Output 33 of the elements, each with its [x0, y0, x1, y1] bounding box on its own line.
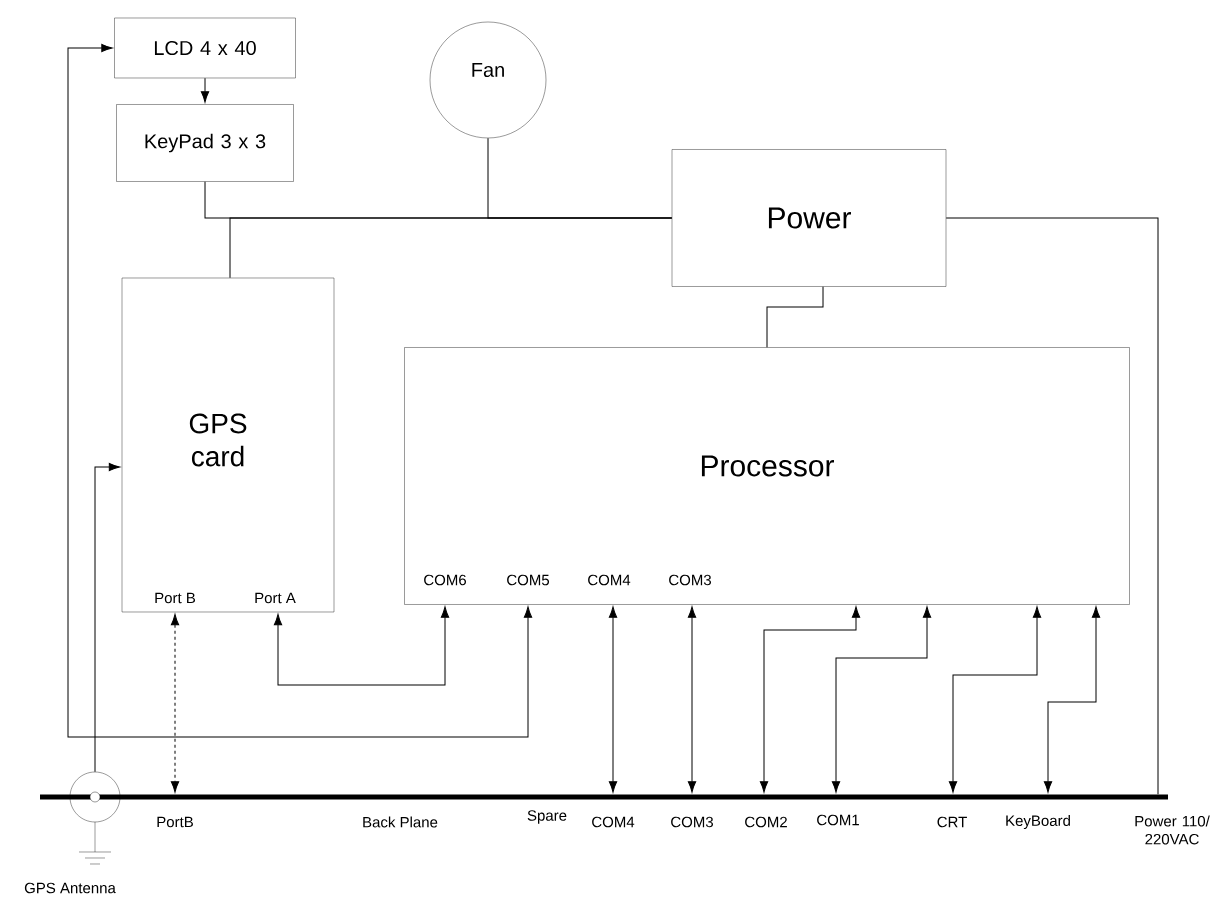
connector-arrow: [273, 606, 450, 686]
bus-label: COM2: [745, 816, 787, 828]
connector-arrow: [831, 606, 932, 793]
connector-arrow: [948, 606, 1042, 793]
connector-arrow: [170, 613, 180, 793]
antenna-label: GPS Antenna: [24, 882, 116, 894]
port-label: COM3: [669, 574, 711, 586]
port-label: Port B: [155, 592, 196, 604]
bus-label: KeyBoard: [1006, 815, 1070, 829]
bus-label: CRT: [937, 816, 967, 828]
box-label: GPS card: [189, 413, 247, 467]
connector-arrow: [687, 606, 697, 793]
bus-label: PortB: [157, 816, 193, 828]
connector-arrow: [608, 606, 618, 793]
connector-arrow: [200, 77, 210, 103]
port-label: COM4: [588, 574, 631, 586]
bus-label: COM3: [671, 816, 713, 828]
connector-arrow: [94, 462, 121, 773]
connector-arrow: [67, 43, 533, 738]
port-label: COM6: [424, 574, 466, 586]
block-box: KeyPad 3 x 3: [116, 104, 294, 182]
block-box: LCD 4 x 40: [114, 17, 296, 79]
bus-label: COM1: [817, 814, 859, 826]
box-label: Processor: [701, 455, 834, 477]
connector-arrow: [1043, 606, 1101, 793]
bus-label: Power 110/ 220VAC: [1135, 815, 1210, 845]
port-label: COM5: [507, 574, 550, 586]
bus-label: Back Plane: [363, 816, 438, 828]
block-box: Power: [671, 149, 947, 287]
box-label: Fan: [472, 63, 504, 77]
connector-arrow: [759, 606, 861, 793]
port-label: Port A: [255, 592, 296, 604]
bus-label: COM4: [592, 816, 635, 828]
